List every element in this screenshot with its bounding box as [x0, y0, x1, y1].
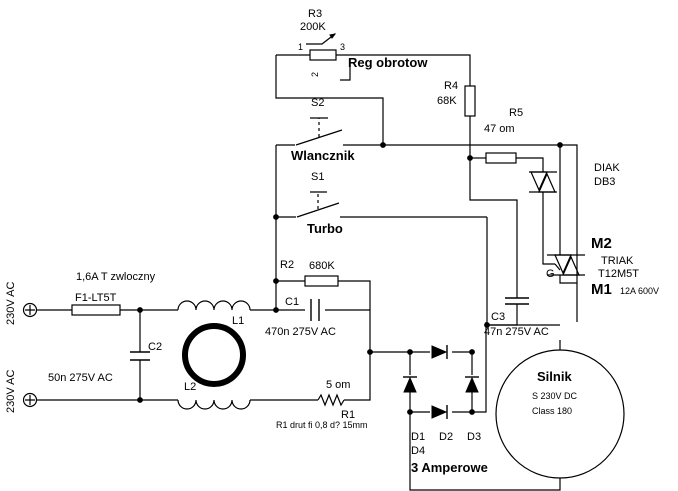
r3-pin1-label: 1: [298, 42, 303, 52]
junctions: [137, 142, 563, 415]
r1-note-label: R1 drut fi 0,8 d? 15mm: [276, 420, 368, 430]
input-terminal-bottom: [22, 392, 40, 408]
fuse-value-label: 1,6A T zwloczny: [76, 271, 156, 283]
diode-right: [465, 376, 479, 393]
d1-label: D1: [411, 431, 425, 443]
resistor-r5: [485, 152, 517, 164]
diode-top: [431, 345, 448, 359]
s1-label: S1: [311, 171, 324, 183]
resistor-r1: [317, 393, 345, 407]
motor-label: Silnik: [537, 369, 572, 384]
switch-s1: [296, 191, 340, 218]
m1-label: M1: [591, 281, 612, 298]
capacitor-c1: [310, 299, 320, 321]
wlacznik-label: Wlancznik: [291, 148, 355, 163]
switch-s2: [295, 117, 343, 146]
diodes-rating-label: 3 Amperowe: [411, 460, 488, 475]
c2-value-label: 50n 275V AC: [48, 372, 113, 384]
motor-spec-label: S 230V DC: [532, 391, 578, 401]
diak-type-label: DB3: [594, 176, 615, 188]
c2-name-label: C2: [148, 341, 162, 353]
diak-label: DIAK: [594, 162, 620, 174]
wires: [40, 54, 578, 491]
diode-left: [403, 376, 417, 393]
c3-value-label: 47n 275V AC: [484, 326, 549, 338]
c3-name-label: C3: [491, 311, 505, 323]
d3-label: D3: [467, 431, 481, 443]
diac-db3: [529, 171, 557, 193]
diode-bottom: [431, 405, 448, 419]
reg-label: Reg obrotow: [348, 55, 428, 70]
fuse-name-label: F1-LT5T: [75, 292, 117, 304]
r2-name-label: R2: [280, 259, 294, 271]
l1-label: L1: [232, 315, 244, 327]
r5-value-label: 47 om: [484, 123, 515, 135]
triak-type-label: T12M5T: [598, 268, 639, 280]
c1-value-label: 470n 275V AC: [265, 326, 336, 338]
s2-label: S2: [311, 97, 324, 109]
r3-name-label: R3: [308, 8, 322, 20]
d2-label: D2: [439, 431, 453, 443]
choke-core: [182, 323, 246, 387]
resistor-r2: [304, 275, 339, 287]
r3-pin2-label: 2: [310, 72, 320, 77]
potentiometer-r3: [306, 33, 337, 61]
input-terminal-top: [22, 302, 40, 318]
r3-value-label: 200K: [300, 21, 326, 33]
r1-value-label: 5 om: [326, 379, 350, 391]
r5-name-label: R5: [509, 107, 523, 119]
triac-t12m5t: [547, 254, 585, 276]
gate-label: G: [546, 268, 555, 280]
resistor-r4: [464, 85, 476, 117]
r4-value-label: 68K: [437, 95, 457, 107]
capacitor-c2: [130, 351, 150, 361]
fuse-f1: [71, 304, 121, 316]
r2-value-label: 680K: [309, 260, 335, 272]
d4-label: D4: [411, 445, 425, 457]
choke-l2: [177, 399, 251, 410]
r3-pin3-label: 3: [340, 42, 345, 52]
r4-name-label: R4: [444, 80, 458, 92]
motor-circle: [495, 349, 625, 479]
turbo-label: Turbo: [307, 221, 343, 236]
r1-name-label: R1: [341, 409, 355, 421]
m2-label: M2: [591, 235, 612, 252]
input-label-top: 230V AC: [5, 282, 17, 325]
choke-l1: [177, 300, 251, 311]
l2-label: L2: [184, 381, 196, 393]
triak-label: TRIAK: [601, 255, 634, 267]
triak-rating-label: 12A 600V: [620, 286, 659, 296]
input-label-bottom: 230V AC: [5, 370, 17, 413]
motor-class-label: Class 180: [532, 406, 572, 416]
c1-name-label: C1: [285, 296, 299, 308]
capacitor-c3: [505, 297, 529, 305]
